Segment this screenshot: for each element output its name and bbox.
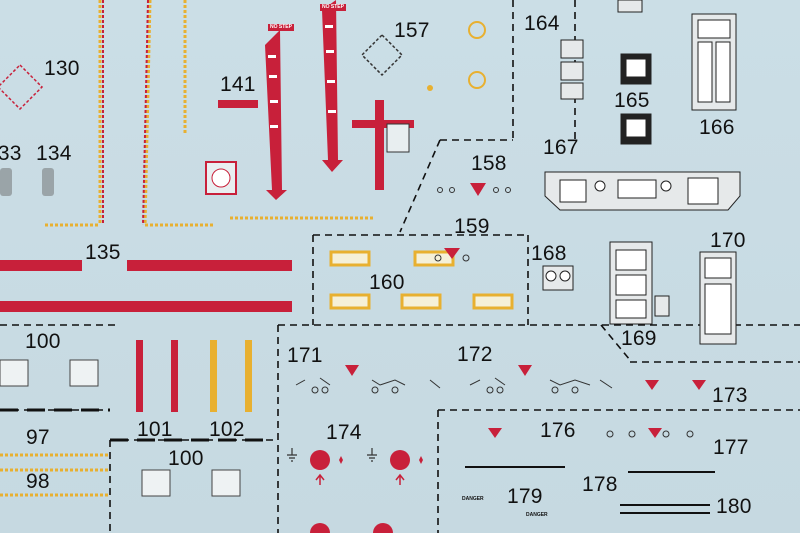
placard-panels-100 — [0, 359, 241, 497]
small-up-arrows — [315, 473, 405, 485]
instrument-panel-decals — [542, 0, 741, 345]
red-star-marks — [339, 456, 423, 464]
decal-number-173: 173 — [712, 384, 748, 407]
decal-number-168: 168 — [531, 242, 567, 265]
red-dot-decals — [310, 450, 410, 533]
vertical-color-strips — [136, 340, 252, 412]
diamond-decals — [0, 33, 404, 111]
decal-number-167: 167 — [543, 136, 579, 159]
decal-number-176: 176 — [540, 419, 576, 442]
ground-symbols — [287, 448, 377, 462]
decal-number-101: 101 — [137, 418, 173, 441]
decal-number-172: 172 — [457, 343, 493, 366]
decal-number-180: 180 — [716, 495, 752, 518]
decal-number-165: 165 — [614, 89, 650, 112]
small-instrument-decals — [205, 123, 410, 195]
decal-number-164: 164 — [524, 12, 560, 35]
decal-number-134: 134 — [36, 142, 72, 165]
decal-number-98: 98 — [26, 470, 50, 493]
yellow-dot — [427, 85, 433, 91]
decal-number-179: 179 — [507, 485, 543, 508]
decal-number-100-bottom: 100 — [168, 447, 204, 470]
red-tag-decal-a: NO STEP — [268, 24, 294, 31]
red-edge-stripes — [102, 0, 149, 226]
black-stripe-decals — [465, 466, 715, 514]
decal-number-133: 133 — [0, 142, 22, 165]
decal-number-97: 97 — [26, 426, 50, 449]
decal-number-170: 170 — [710, 229, 746, 252]
decal-number-130: 130 — [44, 57, 80, 80]
yellow-ring-decals — [468, 21, 486, 89]
red-arrow-decals — [265, 0, 343, 200]
red-tag-decal-b: NO STEP — [320, 4, 346, 11]
decal-number-157: 157 — [394, 19, 430, 42]
yellow-placard-decals — [329, 250, 514, 310]
decal-number-174: 174 — [326, 421, 362, 444]
decal-number-160: 160 — [369, 271, 405, 294]
gauge-glyph-rows — [295, 187, 694, 438]
red-walkway-bars — [0, 100, 292, 312]
yellow-edge-stripes — [0, 0, 375, 497]
arrow-white-marks — [268, 25, 336, 128]
decal-number-169: 169 — [621, 327, 657, 350]
danger-label-left: DANGER — [462, 496, 484, 502]
decal-number-141: 141 — [220, 73, 256, 96]
decal-number-178: 178 — [582, 473, 618, 496]
red-cross-decal — [352, 100, 414, 190]
decal-number-159: 159 — [454, 215, 490, 238]
decal-number-166: 166 — [699, 116, 735, 139]
danger-label-right: DANGER — [526, 512, 548, 518]
decal-number-171: 171 — [287, 344, 323, 367]
decal-number-102: 102 — [209, 418, 245, 441]
decal-number-135: 135 — [85, 241, 121, 264]
warning-triangle-decals — [345, 183, 706, 438]
black-dashed-rail — [0, 408, 272, 442]
decal-number-158: 158 — [471, 152, 507, 175]
decal-number-177: 177 — [713, 436, 749, 459]
grey-tank-decals — [0, 168, 54, 196]
decal-number-100-top: 100 — [25, 330, 61, 353]
